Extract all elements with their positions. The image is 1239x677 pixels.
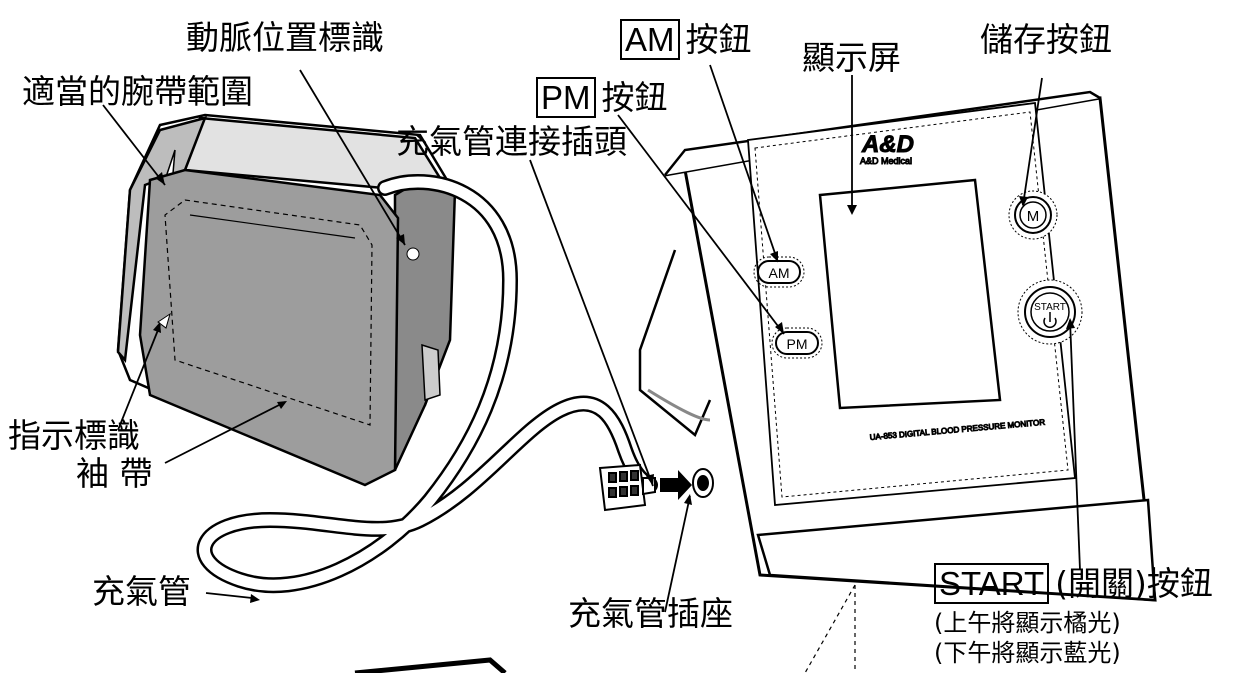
power-icon [1043,312,1057,328]
air-hose [196,174,658,594]
start-key-box: START [934,563,1050,604]
start-button-suffix: (開關)按鈕 [1055,564,1213,603]
cuff-side-edge [116,116,208,363]
label-index-mark: 指示標識 [8,416,140,455]
pm-button[interactable]: PM [771,327,823,359]
label-cuff: 袖 帶 [76,454,153,493]
am-key-box: AM [620,19,680,60]
air-socket [692,468,714,498]
am-button[interactable]: AM [753,256,805,288]
label-memory-button: 儲存按鈕 [980,20,1112,59]
label-display: 顯示屏 [802,38,901,77]
insert-arrow [660,470,692,500]
cuff [116,113,457,487]
am-button-suffix: 按鈕 [685,20,752,59]
pm-button-label: PM [787,336,808,352]
cropped-object-edge [354,657,507,676]
start-button[interactable]: START [1017,279,1083,345]
air-plug [598,463,656,512]
monitor-base [756,498,1157,602]
cuff-front-panel [138,168,400,487]
leader-lines [102,64,1081,613]
label-artery-mark: 動脈位置標識 [186,18,384,57]
cuff-stitching [164,199,373,426]
label-air-plug: 充氣管連接插頭 [396,122,627,161]
monitor-stand [638,249,712,438]
label-cuff-range: 適當的腕帶範圍 [22,72,253,111]
leader-arrowheads [153,172,1075,603]
pm-key-box: PM [536,77,596,118]
memory-button-label: M [1027,208,1040,225]
label-start-note-pm: (下午將顯示藍光) [934,639,1121,667]
label-air-socket: 充氣管插座 [568,594,733,633]
brand-logo: A&D [861,131,914,158]
label-start-button: START(開關)按鈕 [934,563,1213,604]
lcd-display [818,178,1002,410]
cuff-clip [421,343,441,402]
label-air-hose: 充氣管 [92,572,191,611]
memory-button[interactable]: M [1008,190,1058,240]
brand-subtitle: A&D Medical [860,156,912,166]
artery-mark-dot [406,247,420,261]
pm-button-suffix: 按鈕 [601,78,668,117]
label-start-note-am: (上午將顯示橘光) [934,609,1121,637]
cuff-right-fold [393,178,457,471]
index-mark-triangle [157,312,171,329]
start-button-label: START [1034,302,1066,313]
monitor-unit: A&D A&D Medical UA-853 DIGITAL BLOOD PRE… [638,90,1157,602]
am-button-label: AM [769,265,790,281]
dashed-guides [804,584,856,674]
